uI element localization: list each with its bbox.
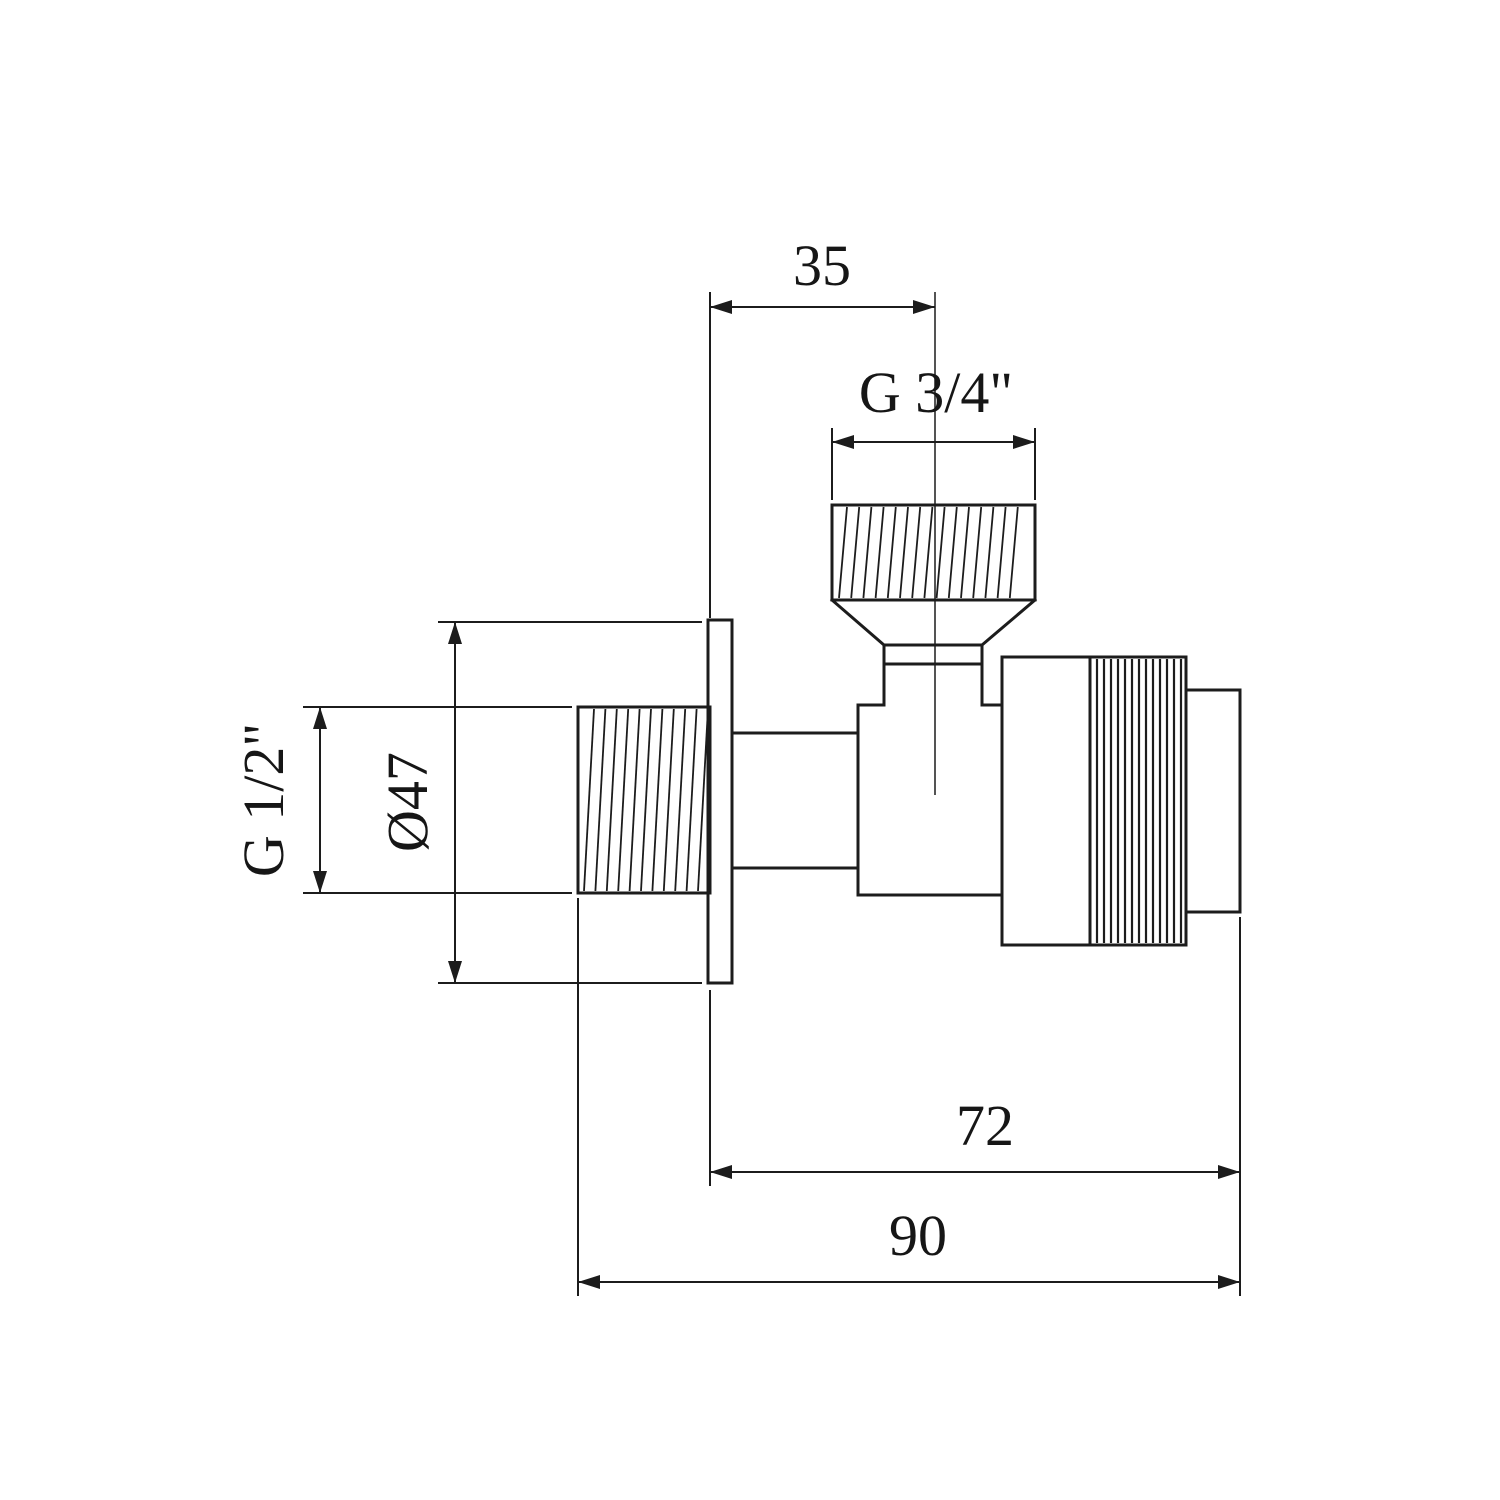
arrowhead xyxy=(1218,1275,1240,1289)
dimension-outlet-thread: G 3/4" xyxy=(831,360,1036,500)
arrowhead xyxy=(313,871,327,893)
wall-flange xyxy=(706,618,734,985)
arrowhead xyxy=(710,1165,732,1179)
dimension-overall-length: 90 xyxy=(577,898,1240,1296)
dim-label-top-offset: 35 xyxy=(793,233,851,298)
arrowhead xyxy=(313,707,327,729)
dim-label-inlet-thread: G 1/2" xyxy=(231,723,296,877)
arrowhead xyxy=(1013,435,1035,449)
outlet-thread-outline xyxy=(830,503,1037,602)
dimension-body-length: 72 xyxy=(709,917,1241,1296)
dimension-inlet-thread: G 1/2" xyxy=(231,706,572,894)
handle-knurl-hatch xyxy=(1095,659,1183,943)
arrowhead xyxy=(448,961,462,983)
valve-body-outline xyxy=(576,503,1242,985)
arrowhead xyxy=(448,622,462,644)
arrowhead xyxy=(913,300,935,314)
dim-label-outlet-thread: G 3/4" xyxy=(859,360,1013,425)
dimension-top-offset: 35 xyxy=(709,233,935,618)
dim-label-body-length: 72 xyxy=(956,1093,1014,1158)
arrowhead xyxy=(578,1275,600,1289)
inlet-thread-outline xyxy=(576,705,712,895)
inlet-thread-hatch xyxy=(583,708,709,892)
dimension-flange-diameter: Ø47 xyxy=(375,621,702,984)
arrowhead xyxy=(710,300,732,314)
arrowhead xyxy=(832,435,854,449)
dim-label-overall-length: 90 xyxy=(889,1203,947,1268)
arrowhead xyxy=(1218,1165,1240,1179)
outlet-thread-hatch xyxy=(838,506,1019,599)
dim-label-flange-diameter: Ø47 xyxy=(375,752,440,852)
